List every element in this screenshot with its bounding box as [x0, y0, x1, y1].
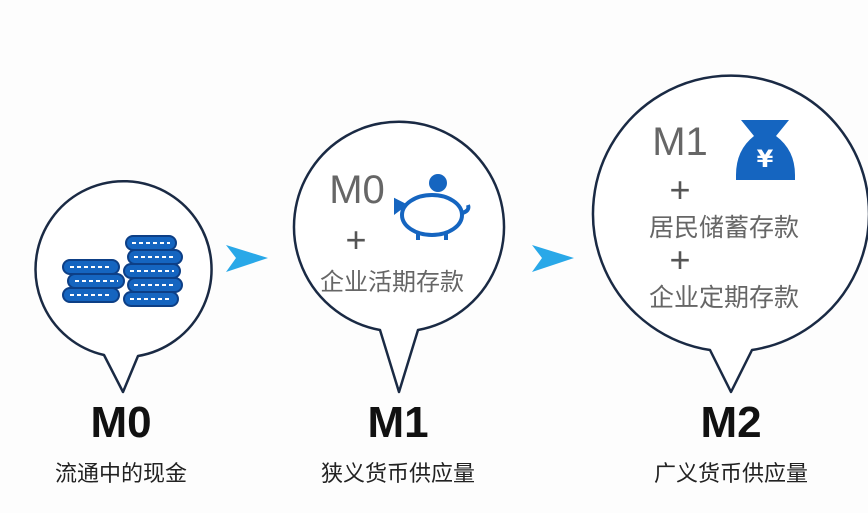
m2-formula-plus: + — [669, 169, 691, 210]
stage-desc-m2: 广义货币供应量 — [653, 462, 809, 487]
stage-desc-m0: 流通中的现金 — [54, 462, 188, 487]
arrow-right-icon — [226, 245, 268, 272]
coins-icon — [62, 235, 183, 307]
m1-formula-term: 企业活期存款 — [320, 268, 464, 296]
stage-desc-m1: 狭义货币供应量 — [320, 462, 476, 487]
m1-formula-plus: + — [345, 219, 367, 260]
bubble-m0 — [34, 179, 213, 394]
bubble-m1 — [292, 120, 506, 394]
money-bag-yen-icon — [736, 120, 795, 180]
m2-formula-plus2: + — [669, 239, 691, 280]
m2-formula-term2: 企业定期存款 — [648, 283, 800, 312]
m2-formula-term1: 居民储蓄存款 — [648, 213, 800, 242]
stage-code-m2: M2 — [700, 398, 762, 447]
arrow-right-icon — [532, 245, 574, 272]
piggy-bank-icon — [394, 174, 471, 240]
m1-formula-base: M0 — [329, 168, 385, 212]
bubble-m2 — [591, 74, 868, 394]
yen-symbol: ¥ — [757, 145, 774, 173]
stage-code-m0: M0 — [90, 398, 152, 447]
m2-formula-base: M1 — [652, 120, 708, 164]
stage-code-m1: M1 — [367, 398, 429, 447]
